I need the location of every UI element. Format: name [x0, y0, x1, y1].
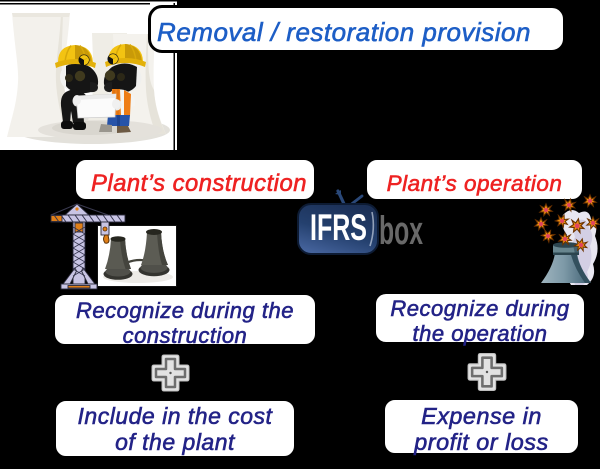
- svg-text:IFRS: IFRS: [310, 207, 367, 248]
- svg-text:box: box: [379, 209, 423, 253]
